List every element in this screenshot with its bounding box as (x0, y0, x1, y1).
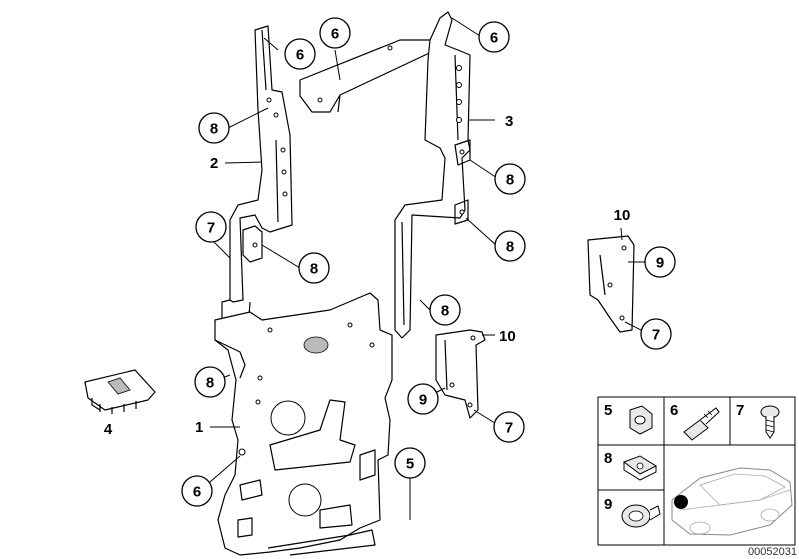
clip-nut-icon (622, 455, 658, 481)
svg-text:8: 8 (506, 172, 514, 189)
svg-text:6: 6 (296, 47, 304, 64)
callout-8-lower-left: 8 (194, 366, 226, 398)
callout-3-label: 3 (505, 113, 513, 130)
svg-text:6: 6 (193, 484, 201, 501)
callout-2-label: 2 (210, 155, 218, 172)
callout-4-label: 4 (104, 421, 113, 438)
callout-8-right-middle: 8 (494, 230, 526, 262)
left-upright-bracket (221, 25, 293, 331)
top-cross-bracket (299, 39, 441, 113)
right-small-bracket (587, 235, 635, 333)
location-marker-icon (674, 495, 688, 509)
callout-8-left-middle: 8 (298, 252, 330, 284)
hex-nut-icon (629, 405, 653, 435)
svg-text:5: 5 (604, 402, 612, 419)
center-small-bracket (435, 329, 486, 419)
callout-10-right-label: 10 (614, 207, 631, 224)
svg-text:10: 10 (499, 328, 516, 345)
svg-text:4: 4 (104, 421, 113, 438)
callout-6-top-left: 6 (284, 38, 316, 70)
svg-text:5: 5 (406, 456, 414, 473)
callout-8-upper-left: 8 (198, 112, 230, 144)
callout-8-center: 8 (429, 294, 461, 326)
callout-9-right: 9 (644, 246, 676, 278)
svg-text:7: 7 (736, 402, 744, 419)
self-tapping-screw-icon (760, 405, 780, 439)
callout-8-right-upper: 8 (494, 163, 526, 195)
callout-9-center: 9 (407, 383, 439, 415)
callout-1-label: 1 (195, 419, 203, 436)
svg-text:2: 2 (210, 155, 218, 172)
callout-7-left: 7 (195, 211, 227, 243)
callout-6-top-middle: 6 (319, 17, 351, 49)
push-rivet-icon (621, 504, 661, 528)
drawing-number: 00052031 (748, 546, 797, 558)
svg-text:6: 6 (331, 26, 339, 43)
callout-5-main: 5 (394, 447, 426, 479)
svg-text:8: 8 (604, 450, 612, 467)
car-location-icon (671, 467, 793, 536)
svg-text:8: 8 (506, 239, 514, 256)
svg-text:8: 8 (441, 303, 449, 320)
svg-text:8: 8 (310, 261, 318, 278)
svg-text:3: 3 (505, 113, 513, 130)
svg-text:1: 1 (195, 419, 203, 436)
hardware-legend-grid: 5 6 7 8 9 (597, 396, 796, 546)
svg-text:9: 9 (419, 392, 427, 409)
svg-text:7: 7 (505, 420, 513, 437)
callout-6-bottom-left: 6 (181, 475, 213, 507)
callout-10-center-label: 10 (499, 328, 516, 345)
callout-6-top-right: 6 (478, 21, 510, 53)
svg-text:7: 7 (207, 220, 215, 237)
callout-7-right: 7 (640, 318, 672, 350)
svg-text:9: 9 (656, 255, 664, 272)
svg-text:6: 6 (670, 402, 678, 419)
svg-text:9: 9 (604, 496, 612, 513)
clip-part-4 (84, 369, 156, 414)
callout-7-center: 7 (493, 411, 525, 443)
svg-text:8: 8 (206, 375, 214, 392)
hex-bolt-icon (683, 407, 720, 441)
svg-text:10: 10 (614, 207, 631, 224)
svg-text:8: 8 (210, 121, 218, 138)
svg-text:7: 7 (652, 327, 660, 344)
base-plate (214, 292, 393, 556)
svg-text:6: 6 (490, 30, 498, 47)
